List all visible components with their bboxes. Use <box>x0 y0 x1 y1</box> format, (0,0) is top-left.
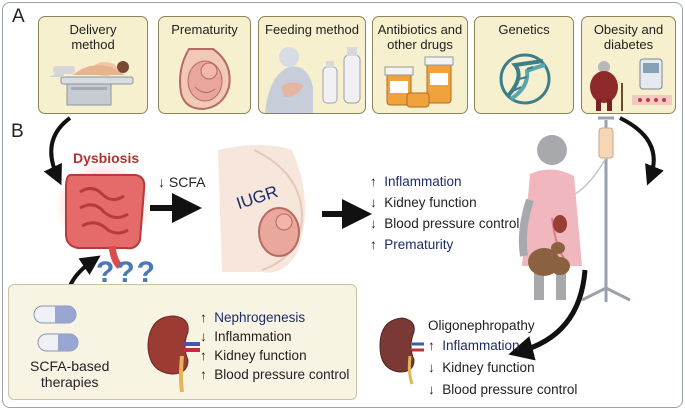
section-b-label: B <box>11 121 24 142</box>
effect-arrow: ↑ <box>200 367 207 382</box>
outcome-arrow: ↑ <box>370 237 377 252</box>
outcome-item: ↑ Prematurity <box>370 237 453 252</box>
outcome-text: Prematurity <box>384 237 454 252</box>
outcome-item: ↓ Blood pressure control <box>370 216 519 231</box>
factor-label: Feeding method <box>265 22 359 37</box>
oligonephropathy-title: Oligonephropathy <box>428 318 535 333</box>
outcome-text: Inflammation <box>384 174 462 189</box>
capsule-icon <box>33 305 79 352</box>
factor-label: Delivery method <box>69 22 117 52</box>
effect-text: Inflammation <box>442 338 520 353</box>
factor-antibiotics: Antibiotics and other drugs <box>372 16 468 114</box>
effect-text: Blood pressure control <box>214 367 350 382</box>
therapy-effect-item: ↑ Nephrogenesis <box>200 310 305 325</box>
effect-text: Nephrogenesis <box>214 310 306 325</box>
pregnant-belly-icon <box>218 145 306 273</box>
feeding-bottle-icon <box>265 47 361 113</box>
oligo-effect-item: ↑ Inflammation <box>428 338 520 353</box>
effect-text: Blood pressure control <box>442 382 578 397</box>
factor-label: Genetics <box>498 22 550 37</box>
fetus-icon <box>179 48 231 111</box>
factor-label: Obesity and diabetes <box>593 22 664 52</box>
dysbiosis-label: Dysbiosis <box>73 150 140 166</box>
arrow-factors-to-dysbiosis <box>43 116 72 186</box>
oligo-effect-item: ↓ Kidney function <box>428 360 535 375</box>
pill-bottle-icon <box>384 56 454 108</box>
effect-arrow: ↓ <box>200 329 207 344</box>
effect-text: Inflammation <box>214 329 292 344</box>
therapy-effect-item: ↑ Kidney function <box>200 348 307 363</box>
effect-arrow: ↑ <box>200 310 207 325</box>
effect-arrow: ↓ <box>428 360 435 375</box>
factor-label: Antibiotics and other drugs <box>377 22 463 52</box>
delivery-bed-icon <box>49 61 134 106</box>
effect-arrow: ↓ <box>428 382 435 397</box>
oligonephropathy-kidney-icon <box>379 317 424 385</box>
outcome-arrow: ↓ <box>370 216 377 231</box>
patient-iv-icon <box>518 116 631 302</box>
outcome-item: ↑ Inflammation <box>370 174 462 189</box>
factor-genetics: Genetics <box>474 16 574 114</box>
factor-label: Prematurity <box>171 22 238 37</box>
factor-delivery-method: Delivery method <box>38 16 148 114</box>
kidney-icon <box>147 315 200 393</box>
outcome-arrow: ↑ <box>370 174 377 189</box>
factor-prematurity: Prematurity <box>158 16 251 114</box>
effect-text: Kidney function <box>442 360 535 375</box>
outcome-text: Blood pressure control <box>384 216 520 231</box>
factor-obesity-diabetes: Obesity and diabetes <box>581 16 676 114</box>
effect-arrow: ↑ <box>428 338 435 353</box>
therapy-effect-item: ↓ Inflammation <box>200 329 292 344</box>
therapy-label: SCFA-based therapies <box>30 358 110 390</box>
arrow-patient-to-oligonephropathy <box>508 269 588 361</box>
glucometer-icon <box>590 58 672 111</box>
effect-text: Kidney function <box>214 348 307 363</box>
factor-feeding-method: Feeding method <box>258 16 366 114</box>
question-marks: ??? <box>96 256 157 289</box>
section-a-label: A <box>12 6 25 27</box>
outcome-item: ↓ Kidney function <box>370 195 477 210</box>
scfa-label: ↓ SCFA <box>158 174 206 190</box>
therapy-effect-item: ↑ Blood pressure control <box>200 367 349 382</box>
oligo-effect-item: ↓ Blood pressure control <box>428 382 577 397</box>
dna-icon <box>499 53 551 105</box>
effect-arrow: ↑ <box>200 348 207 363</box>
arrow-obesity-to-patient <box>619 116 664 186</box>
outcome-arrow: ↓ <box>370 195 377 210</box>
gut-icon <box>55 162 151 269</box>
outcome-text: Kidney function <box>384 195 477 210</box>
